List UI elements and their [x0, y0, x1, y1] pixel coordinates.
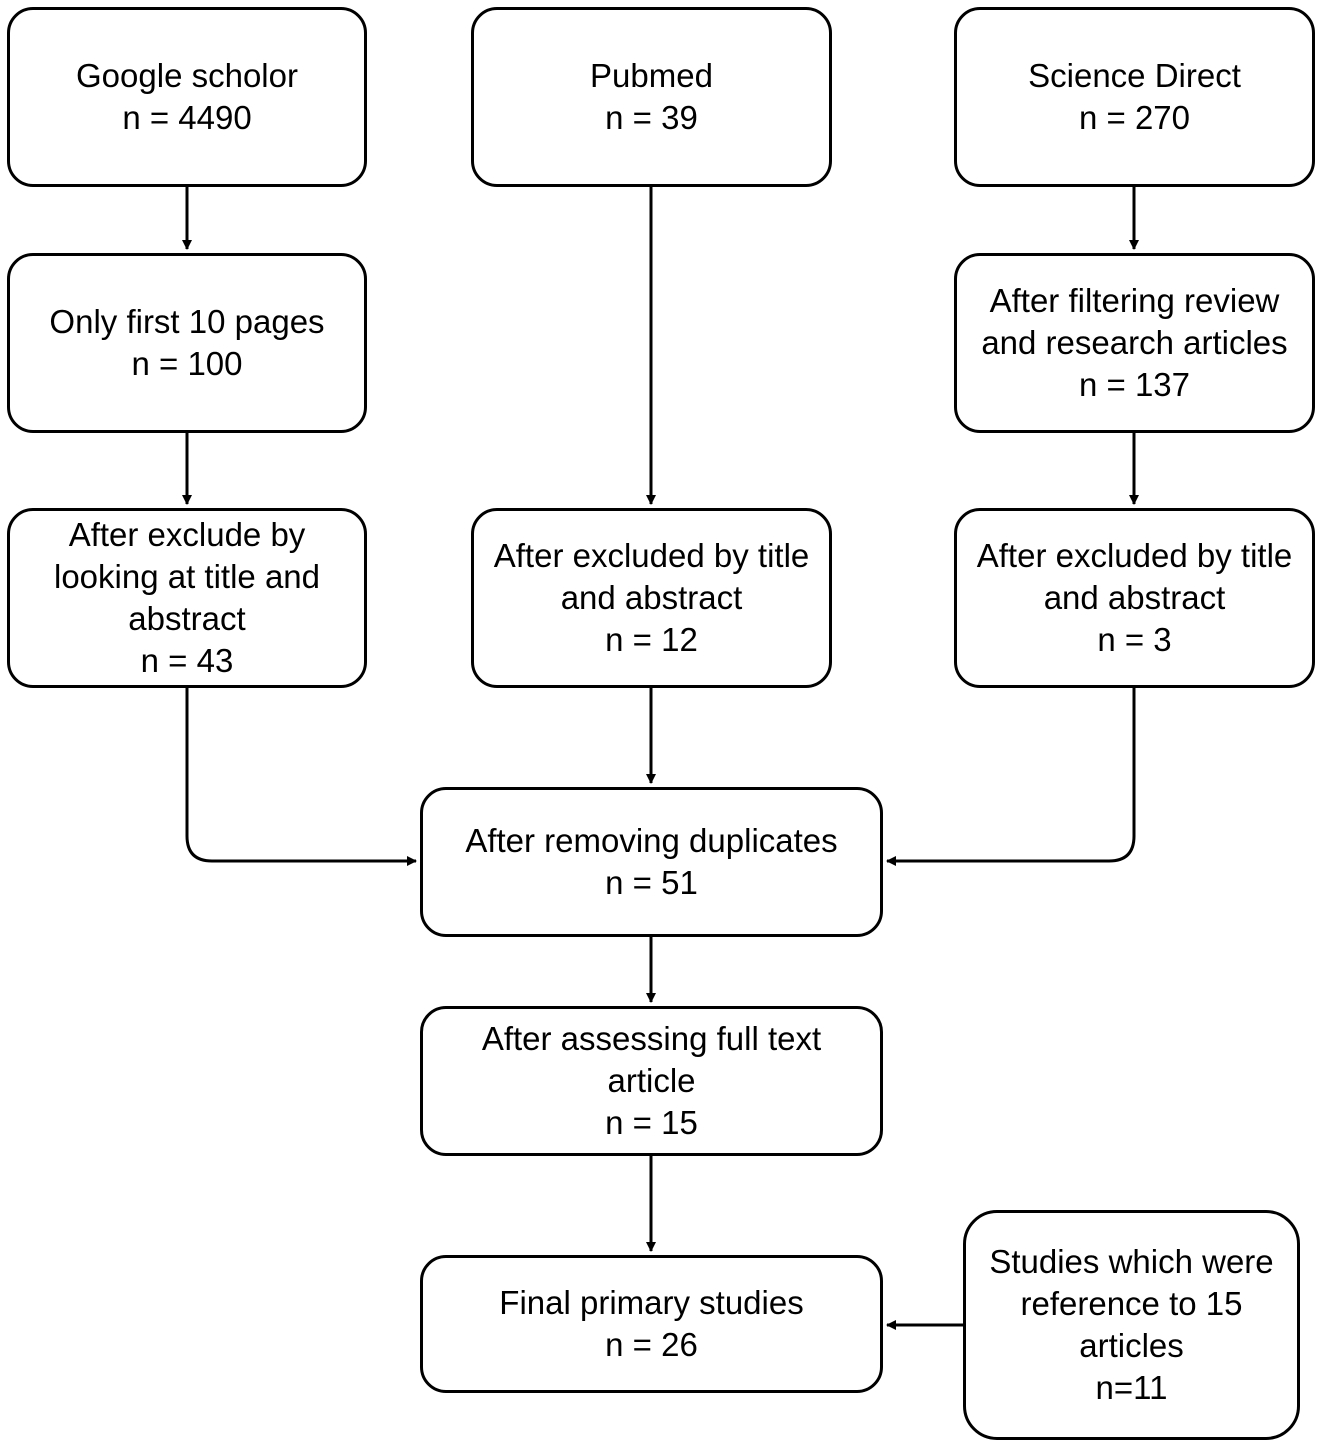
node-gs-exclude: After exclude by looking at title and ab…	[7, 508, 367, 688]
node-pm-exclude-line-2: and abstract	[560, 579, 743, 616]
node-sd-exclude-line-2: and abstract	[1043, 579, 1226, 616]
node-filtering-review-line-3: n = 137	[1078, 366, 1191, 403]
node-filtering-review-line-1: After filtering review	[989, 282, 1280, 319]
node-pm-exclude-line-1: After excluded by title	[493, 537, 810, 574]
node-pm-exclude: After excluded by title and abstract n =…	[471, 508, 832, 688]
node-google-scholar: Google scholor n = 4490	[7, 7, 367, 187]
node-remove-duplicates-line-2: n = 51	[605, 864, 698, 901]
node-science-direct-line-2: n = 270	[1078, 99, 1191, 136]
node-gs-exclude-line-1: After exclude by	[68, 516, 306, 553]
node-full-text-line-1: After assessing full text	[481, 1020, 822, 1057]
node-science-direct-line-1: Science Direct	[1028, 57, 1241, 94]
node-first-10-pages: Only first 10 pages n = 100	[7, 253, 367, 433]
node-references-line-1: Studies which were	[989, 1243, 1274, 1280]
node-pubmed-line-1: Pubmed	[590, 57, 713, 94]
node-google-scholar-line-1: Google scholor	[76, 57, 298, 94]
node-full-text-line-3: n = 15	[605, 1104, 698, 1141]
node-remove-duplicates-line-1: After removing duplicates	[465, 822, 838, 859]
node-first-10-pages-line-2: n = 100	[131, 345, 243, 382]
node-google-scholar-line-2: n = 4490	[122, 99, 252, 136]
node-pm-exclude-line-3: n = 12	[605, 621, 698, 658]
node-filtering-review: After filtering review and research arti…	[954, 253, 1315, 433]
node-references-line-2: reference to 15	[1020, 1285, 1243, 1322]
node-full-text-line-2: article	[607, 1062, 696, 1099]
node-sd-exclude-line-3: n = 3	[1097, 621, 1172, 658]
node-final-line-1: Final primary studies	[499, 1284, 804, 1321]
node-sd-exclude-line-1: After excluded by title	[976, 537, 1293, 574]
node-remove-duplicates: After removing duplicates n = 51	[420, 787, 883, 937]
node-filtering-review-line-2: and research articles	[981, 324, 1288, 361]
node-first-10-pages-line-1: Only first 10 pages	[49, 303, 325, 340]
node-final: Final primary studies n = 26	[420, 1255, 883, 1393]
node-full-text: After assessing full text article n = 15	[420, 1006, 883, 1156]
node-science-direct: Science Direct n = 270	[954, 7, 1315, 187]
edge-sd-exclude-to-remove-duplicates	[886, 688, 1136, 866]
node-final-line-2: n = 26	[605, 1326, 698, 1363]
node-pubmed: Pubmed n = 39	[471, 7, 832, 187]
node-references-line-4: n=11	[1095, 1369, 1168, 1406]
edge-gs-exclude-to-remove-duplicates	[185, 688, 417, 866]
node-references-line-3: articles	[1079, 1327, 1184, 1364]
node-gs-exclude-line-2: looking at title and	[53, 558, 320, 595]
node-pubmed-line-2: n = 39	[605, 99, 698, 136]
node-sd-exclude: After excluded by title and abstract n =…	[954, 508, 1315, 688]
node-gs-exclude-line-4: n = 43	[140, 642, 234, 679]
node-references: Studies which were reference to 15 artic…	[963, 1210, 1300, 1440]
node-gs-exclude-line-3: abstract	[128, 600, 246, 637]
